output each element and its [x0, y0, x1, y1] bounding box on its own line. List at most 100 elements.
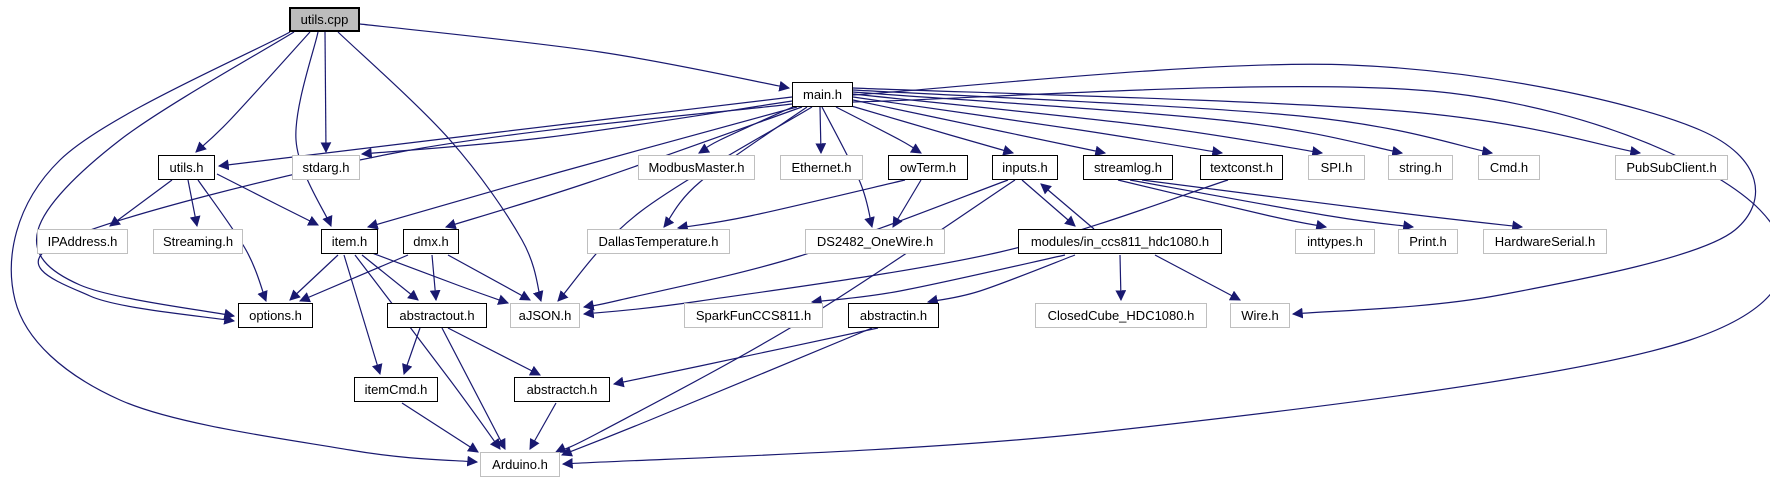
graph-node-arduino_h[interactable]: Arduino.h: [480, 452, 560, 477]
graph-node-ethernet_h[interactable]: Ethernet.h: [780, 155, 863, 180]
edge-dmx_h-to-options_h: [299, 254, 409, 303]
edge-item_h-to-options_h: [289, 254, 339, 301]
graph-node-owterm_h[interactable]: owTerm.h: [888, 155, 968, 180]
edge-modules_in_ccs811_hdc1080_h-to-inputs_h: [1040, 183, 1095, 230]
edge-utils_cpp-to-stdarg_h: [320, 31, 332, 154]
edge-abstractch_h-to-arduino_h: [529, 402, 557, 450]
edge-main_h-to-stdarg_h: [360, 100, 793, 159]
graph-node-dallastemperature_h[interactable]: DallasTemperature.h: [587, 229, 730, 254]
edge-item_h-to-ajson_h: [371, 252, 510, 305]
graph-node-label: SPI.h: [1320, 160, 1353, 175]
graph-node-inputs_h[interactable]: inputs.h: [992, 155, 1058, 180]
edge-modules_in_ccs811_hdc1080_h-to-closedcube_hdc1080_h: [1115, 254, 1127, 302]
graph-node-string_h[interactable]: string.h: [1388, 155, 1453, 180]
graph-node-modules_in_ccs811_hdc1080_h[interactable]: modules/in_ccs811_hdc1080.h: [1018, 229, 1222, 254]
graph-node-hardwareserial_h[interactable]: HardwareSerial.h: [1483, 229, 1607, 254]
graph-node-label: HardwareSerial.h: [1494, 234, 1596, 249]
graph-node-pubsubclient_h[interactable]: PubSubClient.h: [1615, 155, 1728, 180]
graph-node-label: Print.h: [1409, 234, 1447, 249]
edge-owterm_h-to-ds2482_onewire_h: [892, 179, 922, 228]
edge-inputs_h-to-arduino_h: [555, 179, 1016, 453]
graph-node-label: item.h: [331, 234, 368, 249]
graph-node-streamlog_h[interactable]: streamlog.h: [1083, 155, 1173, 180]
edge-utils_cpp-to-item_h: [295, 31, 333, 228]
edge-utils_cpp-to-main_h: [359, 23, 791, 92]
edge-itemcmd_h-to-arduino_h: [401, 402, 479, 453]
graph-node-utils_cpp[interactable]: utils.cpp: [289, 7, 360, 32]
graph-node-stdarg_h[interactable]: stdarg.h: [292, 155, 360, 180]
graph-node-label: itemCmd.h: [364, 382, 428, 397]
edge-main_h-to-pubsubclient_h: [852, 87, 1642, 157]
edge-inputs_h-to-ajson_h: [582, 179, 1009, 311]
graph-node-inttypes_h[interactable]: inttypes.h: [1295, 229, 1375, 254]
graph-node-wire_h[interactable]: Wire.h: [1230, 303, 1290, 328]
edge-main_h-to-item_h: [366, 106, 798, 230]
graph-node-item_h[interactable]: item.h: [321, 229, 378, 254]
edge-item_h-to-itemcmd_h: [343, 254, 383, 376]
graph-node-label: Cmd.h: [1489, 160, 1529, 175]
graph-node-label: dmx.h: [413, 234, 449, 249]
graph-node-utils_h[interactable]: utils.h: [158, 155, 215, 180]
graph-node-label: inttypes.h: [1307, 234, 1363, 249]
edge-utils_cpp-to-ajson_h: [337, 31, 544, 303]
edge-main_h-to-streamlog_h: [852, 99, 1107, 157]
graph-node-streaming_h[interactable]: Streaming.h: [153, 229, 243, 254]
graph-node-itemcmd_h[interactable]: itemCmd.h: [354, 377, 438, 402]
edge-abstractin_h-to-arduino_h: [560, 327, 873, 457]
edge-dmx_h-to-ajson_h: [447, 254, 531, 301]
graph-node-label: IPAddress.h: [47, 234, 118, 249]
graph-node-abstractch_h[interactable]: abstractch.h: [514, 377, 610, 402]
graph-node-options_h[interactable]: options.h: [238, 303, 313, 328]
graph-node-modbusmaster_h[interactable]: ModbusMaster.h: [638, 155, 755, 180]
edge-abstractout_h-to-arduino_h: [441, 327, 506, 450]
graph-node-abstractin_h[interactable]: abstractin.h: [848, 303, 939, 328]
graph-node-label: abstractch.h: [526, 382, 598, 397]
graph-node-label: utils.cpp: [300, 12, 349, 27]
edges-group: [10, 23, 1770, 469]
edge-inputs_h-to-modules_in_ccs811_hdc1080_h: [1021, 179, 1076, 227]
graph-node-label: modules/in_ccs811_hdc1080.h: [1030, 234, 1210, 249]
edge-utils_h-to-options_h: [197, 179, 268, 303]
graph-node-label: DS2482_OneWire.h: [816, 234, 934, 249]
graph-node-label: DallasTemperature.h: [598, 234, 719, 249]
edge-main_h-to-arduino_h: [561, 86, 1770, 469]
edge-main_h-to-textconst_h: [852, 96, 1224, 157]
edge-streamlog_h-to-inttypes_h: [1117, 179, 1328, 231]
graph-node-label: utils.h: [169, 160, 204, 175]
edge-modules_in_ccs811_hdc1080_h-to-wire_h: [1154, 254, 1241, 301]
edge-modules_in_ccs811_hdc1080_h-to-sparkfunccs811_h: [810, 254, 1066, 307]
graph-node-ds2482_onewire_h[interactable]: DS2482_OneWire.h: [805, 229, 945, 254]
graph-node-label: stdarg.h: [302, 160, 350, 175]
graph-node-label: string.h: [1399, 160, 1442, 175]
graph-node-ajson_h[interactable]: aJSON.h: [510, 303, 580, 328]
graph-node-cmd_h[interactable]: Cmd.h: [1478, 155, 1540, 180]
graph-node-closedcube_hdc1080_h[interactable]: ClosedCube_HDC1080.h: [1035, 303, 1207, 328]
edge-utils_cpp-to-utils_h: [195, 31, 311, 153]
edge-item_h-to-abstractout_h: [361, 254, 419, 301]
edge-utils_h-to-streaming_h: [187, 179, 201, 228]
graph-node-main_h[interactable]: main.h: [792, 82, 853, 107]
graph-node-textconst_h[interactable]: textconst.h: [1200, 155, 1283, 180]
graph-node-label: PubSubClient.h: [1626, 160, 1717, 175]
graph-node-label: abstractout.h: [399, 308, 475, 323]
edge-abstractin_h-to-abstractch_h: [612, 327, 879, 388]
graph-node-sparkfunccs811_h[interactable]: SparkFunCCS811.h: [684, 303, 823, 328]
graph-node-label: options.h: [249, 308, 302, 323]
edge-textconst_h-to-ajson_h: [582, 179, 1229, 319]
graph-node-label: inputs.h: [1002, 160, 1048, 175]
graph-node-label: textconst.h: [1210, 160, 1273, 175]
graph-node-dmx_h[interactable]: dmx.h: [403, 229, 459, 254]
edge-utils_h-to-ipaddress_h: [109, 179, 173, 227]
graph-node-ipaddress_h[interactable]: IPAddress.h: [37, 229, 128, 254]
edge-main_h-to-options_h: [37, 103, 793, 325]
graph-node-spi_h[interactable]: SPI.h: [1308, 155, 1365, 180]
edge-item_h-to-arduino_h: [354, 254, 501, 450]
graph-node-print_h[interactable]: Print.h: [1398, 229, 1458, 254]
edge-main_h-to-string_h: [852, 91, 1404, 157]
edge-main_h-to-modbusmaster_h: [698, 104, 798, 154]
edge-utils_h-to-item_h: [216, 173, 319, 226]
edge-streamlog_h-to-print_h: [1129, 179, 1415, 232]
graph-node-abstractout_h[interactable]: abstractout.h: [387, 303, 487, 328]
